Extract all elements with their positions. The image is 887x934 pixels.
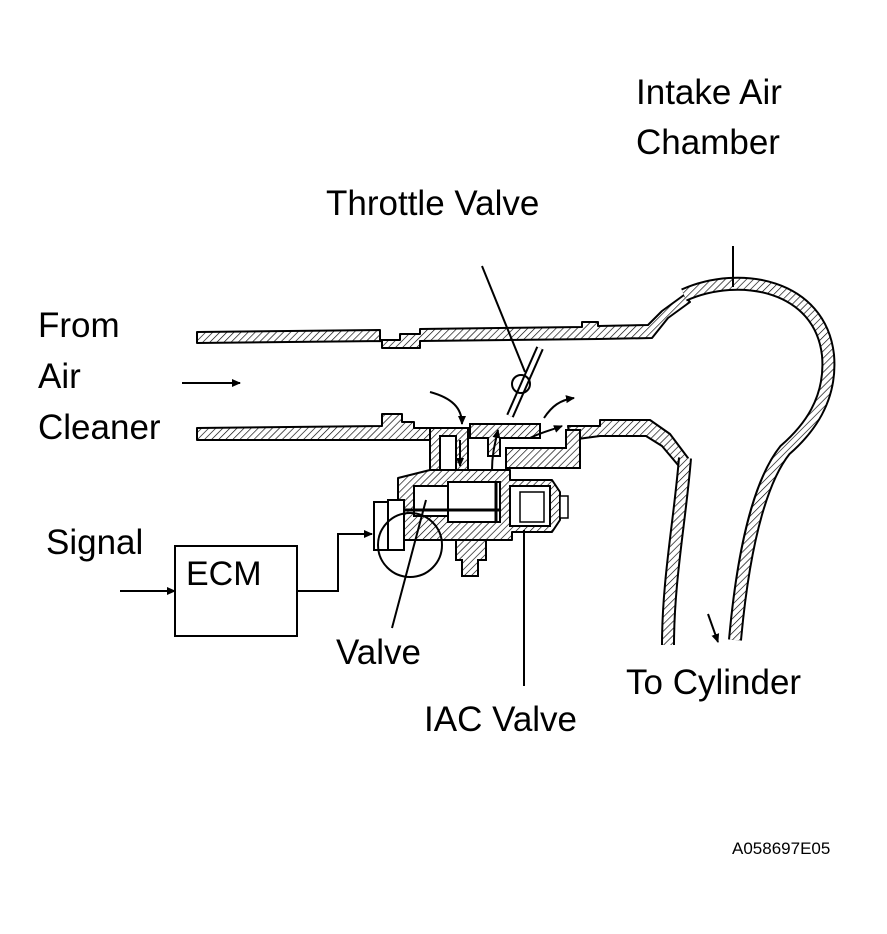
from-air-cleaner-label-line2: Air bbox=[38, 357, 81, 396]
intake-upper-wall bbox=[196, 294, 691, 349]
ecm-output-wire bbox=[297, 530, 373, 592]
ecm-box bbox=[174, 545, 298, 637]
iac-valve-label: IAC Valve bbox=[424, 700, 577, 739]
to-cylinder-label: To Cylinder bbox=[626, 663, 801, 702]
from-air-cleaner-label-line1: From bbox=[38, 306, 120, 345]
valve-label: Valve bbox=[336, 633, 421, 672]
iac-motor bbox=[387, 499, 405, 551]
throttle-valve-label: Throttle Valve bbox=[326, 184, 539, 223]
valve-leader bbox=[391, 499, 427, 629]
bypass-flow-arrow-in bbox=[429, 391, 466, 425]
signal-label: Signal bbox=[46, 523, 143, 562]
figure-code: A058697E05 bbox=[732, 839, 830, 858]
throttle-body-casting bbox=[429, 427, 469, 471]
intake-chamber-dome bbox=[681, 276, 836, 641]
from-air-cleaner-label-line3: Cleaner bbox=[38, 408, 161, 447]
throttle-valve-leader bbox=[481, 265, 526, 373]
throttle-valve-plate bbox=[506, 346, 544, 418]
bypass-nozzle bbox=[455, 539, 487, 577]
intake-air-chamber-label-line1: Intake Air bbox=[636, 73, 782, 112]
intake-lower-wall bbox=[196, 413, 431, 441]
cylinder-flow-arrow bbox=[707, 613, 720, 643]
bypass-flow-arrow-out bbox=[529, 425, 563, 439]
ecm-label: ECM bbox=[186, 555, 262, 593]
intake-air-chamber-label-line2: Chamber bbox=[636, 123, 780, 162]
